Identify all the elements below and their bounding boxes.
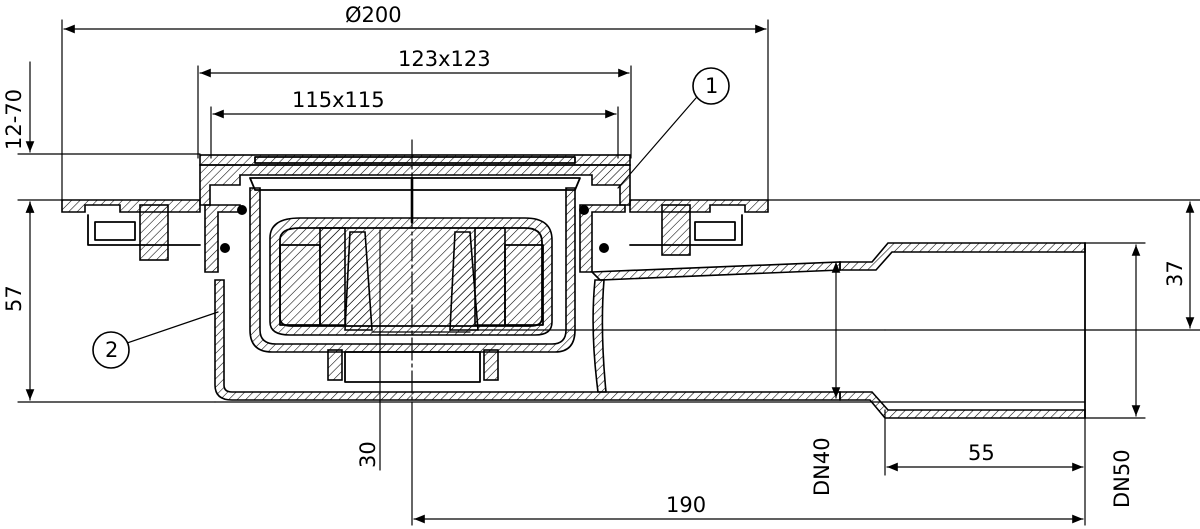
dim-frame-inner-label: 115x115 xyxy=(292,88,385,112)
dim-dn50-label: DN50 xyxy=(1110,449,1134,508)
callout-2 xyxy=(92,311,219,369)
dim-socket-length-label: 55 xyxy=(968,441,995,465)
dim-height-adjust-label: 12-70 xyxy=(2,89,26,150)
dim-outlet-length-label: 190 xyxy=(666,493,706,517)
flange xyxy=(61,199,769,261)
drain-body xyxy=(204,187,841,401)
callout-1-label: 1 xyxy=(705,74,718,98)
outlet-pipe xyxy=(839,242,1086,419)
dim-dn40-label: DN40 xyxy=(810,437,834,496)
dim-diameter-label: Ø200 xyxy=(345,3,402,27)
grate-frame xyxy=(199,154,631,224)
dim-body-height-label: 57 xyxy=(2,285,26,312)
dim-outlet-height-label: 37 xyxy=(1163,260,1187,287)
dim-frame-outer-label: 123x123 xyxy=(398,47,491,71)
dim-water-seal-label: 30 xyxy=(356,441,380,468)
callout-2-label: 2 xyxy=(105,338,118,362)
callout-1 xyxy=(617,67,730,189)
dimension-lines xyxy=(17,19,1200,526)
